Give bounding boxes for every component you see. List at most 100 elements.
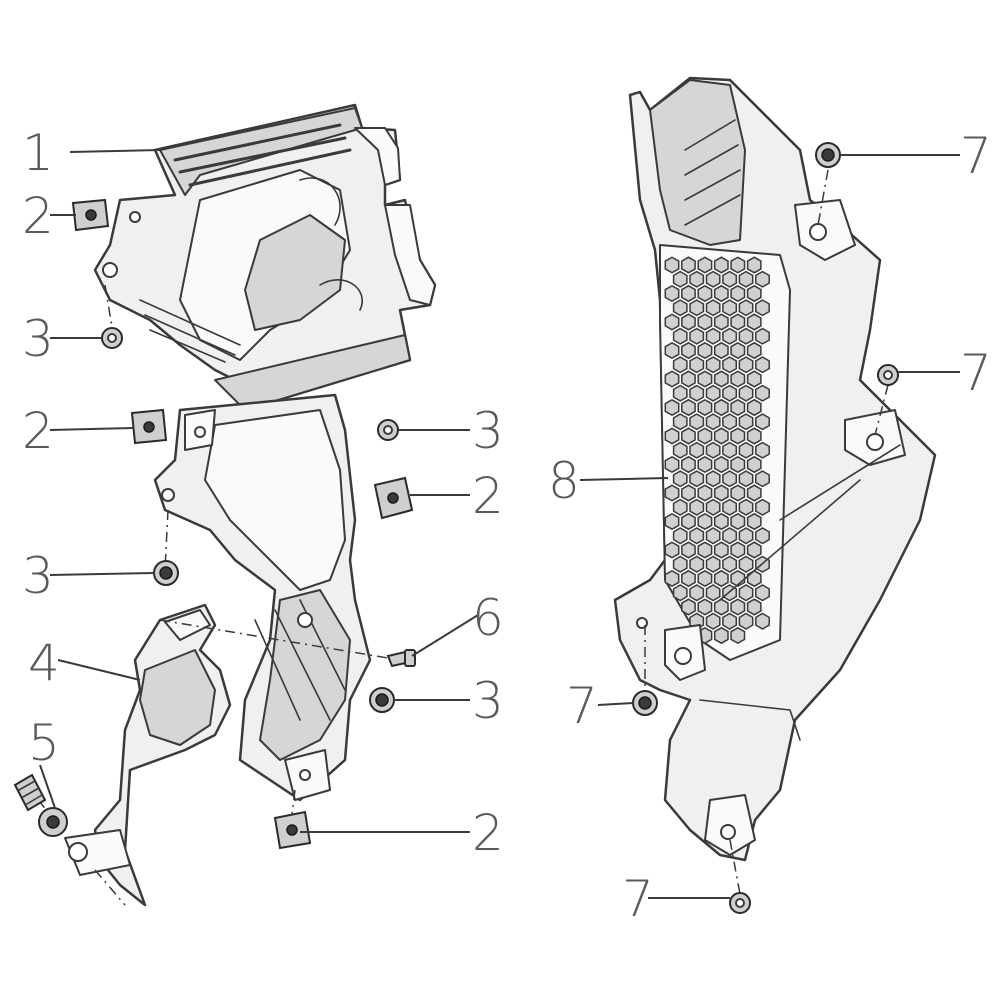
mesh-cell	[681, 541, 696, 559]
mesh-cell	[681, 569, 696, 588]
mesh-cell	[738, 327, 754, 345]
mesh-cell	[755, 527, 770, 545]
mesh-cell	[738, 612, 754, 630]
mesh-cell	[697, 598, 713, 616]
mesh-cell	[672, 356, 688, 374]
mesh-cell	[705, 441, 721, 459]
mesh-cell	[722, 327, 738, 345]
nut-3d	[369, 687, 395, 713]
leader-1	[69, 149, 161, 153]
mesh-cell	[713, 598, 729, 616]
mesh-cell	[672, 584, 688, 602]
mesh-cell	[730, 256, 746, 274]
mesh-cell	[746, 256, 762, 274]
mesh-cell	[672, 299, 688, 317]
mesh-cell	[730, 341, 746, 360]
mesh-cell	[689, 441, 705, 459]
mesh-cell	[730, 455, 746, 474]
callout-3-c: 3	[22, 547, 54, 605]
callout-1: 1	[22, 124, 54, 182]
mesh-cell	[664, 512, 680, 531]
mesh-cell	[681, 427, 696, 445]
mesh-cell	[730, 284, 746, 303]
callout-2-c: 2	[472, 467, 504, 525]
mesh-cell	[689, 584, 705, 602]
mesh-cell	[746, 398, 762, 417]
mesh-cell	[713, 341, 729, 360]
alignment-line-clip	[289, 789, 296, 831]
callout-7-d: 7	[622, 870, 654, 928]
mesh-cell	[713, 541, 729, 559]
part-1-lower-bracket	[153, 393, 372, 802]
mesh-cell	[755, 441, 770, 459]
leader-3c	[49, 572, 156, 576]
mesh-cell	[705, 384, 721, 402]
mesh-cell	[730, 484, 746, 502]
mesh-cell	[722, 527, 738, 545]
part-8-grille-panel	[613, 76, 937, 862]
speed-nut-2c	[373, 476, 414, 520]
mesh-cell	[722, 270, 738, 288]
mesh-cell	[722, 299, 738, 317]
mesh-cell	[664, 256, 680, 274]
mesh-cell	[697, 484, 713, 502]
mesh-cell	[672, 384, 688, 402]
mesh-cell	[689, 555, 705, 573]
mesh-cell	[738, 527, 754, 545]
mesh-cell	[730, 313, 746, 331]
mesh-cell	[755, 299, 770, 317]
mesh-cell	[697, 341, 713, 360]
mesh-cell	[664, 541, 680, 559]
mesh-cell	[738, 270, 754, 288]
callout-8: 8	[548, 452, 580, 510]
leader-6	[411, 614, 479, 657]
mesh-cell	[705, 555, 721, 573]
mesh-cell	[689, 270, 705, 288]
mesh-cell	[664, 341, 680, 360]
mesh-cell	[681, 398, 696, 417]
mesh-cell	[738, 470, 754, 488]
mesh-cell	[730, 427, 746, 445]
nut-7b	[877, 364, 899, 386]
mesh-cell	[697, 427, 713, 445]
mesh-cell	[713, 512, 729, 531]
mesh-cell	[697, 512, 713, 531]
mesh-cell	[713, 569, 729, 588]
mesh-cell	[697, 313, 713, 331]
mesh-cell	[746, 427, 762, 445]
speed-nut-2d	[273, 810, 312, 850]
mesh-cell	[705, 270, 721, 288]
part-8-mounting-bosses	[636, 199, 906, 856]
callout-2-b: 2	[22, 402, 54, 460]
mesh-cell	[755, 270, 770, 288]
speed-nut-2a	[71, 198, 110, 232]
nut-7a	[815, 142, 841, 168]
callout-7-c: 7	[566, 677, 598, 735]
mesh-cell	[722, 413, 738, 431]
alignment-line-bottom	[94, 869, 126, 906]
mesh-cell	[697, 398, 713, 417]
mesh-cell	[689, 327, 705, 345]
mesh-cell	[746, 598, 762, 616]
mesh-cell	[746, 569, 762, 588]
mesh-cell	[681, 284, 696, 303]
mesh-cell	[697, 455, 713, 474]
mesh-cell	[705, 413, 721, 431]
mesh-cell	[681, 341, 696, 360]
mesh-cell	[722, 612, 738, 630]
mesh-cell	[697, 284, 713, 303]
mesh-cell	[689, 527, 705, 545]
mesh-cell	[730, 512, 746, 531]
nut-7c	[632, 690, 658, 716]
alignment-line-r2	[874, 384, 889, 436]
mesh-cell	[681, 455, 696, 474]
part-8-honeycomb-mesh	[664, 256, 770, 645]
mesh-cell	[672, 555, 688, 573]
callout-7-a: 7	[960, 127, 992, 185]
mesh-cell	[738, 555, 754, 573]
washer-5	[38, 807, 68, 837]
mesh-cell	[664, 455, 680, 474]
mesh-cell	[697, 569, 713, 588]
mesh-cell	[722, 384, 738, 402]
